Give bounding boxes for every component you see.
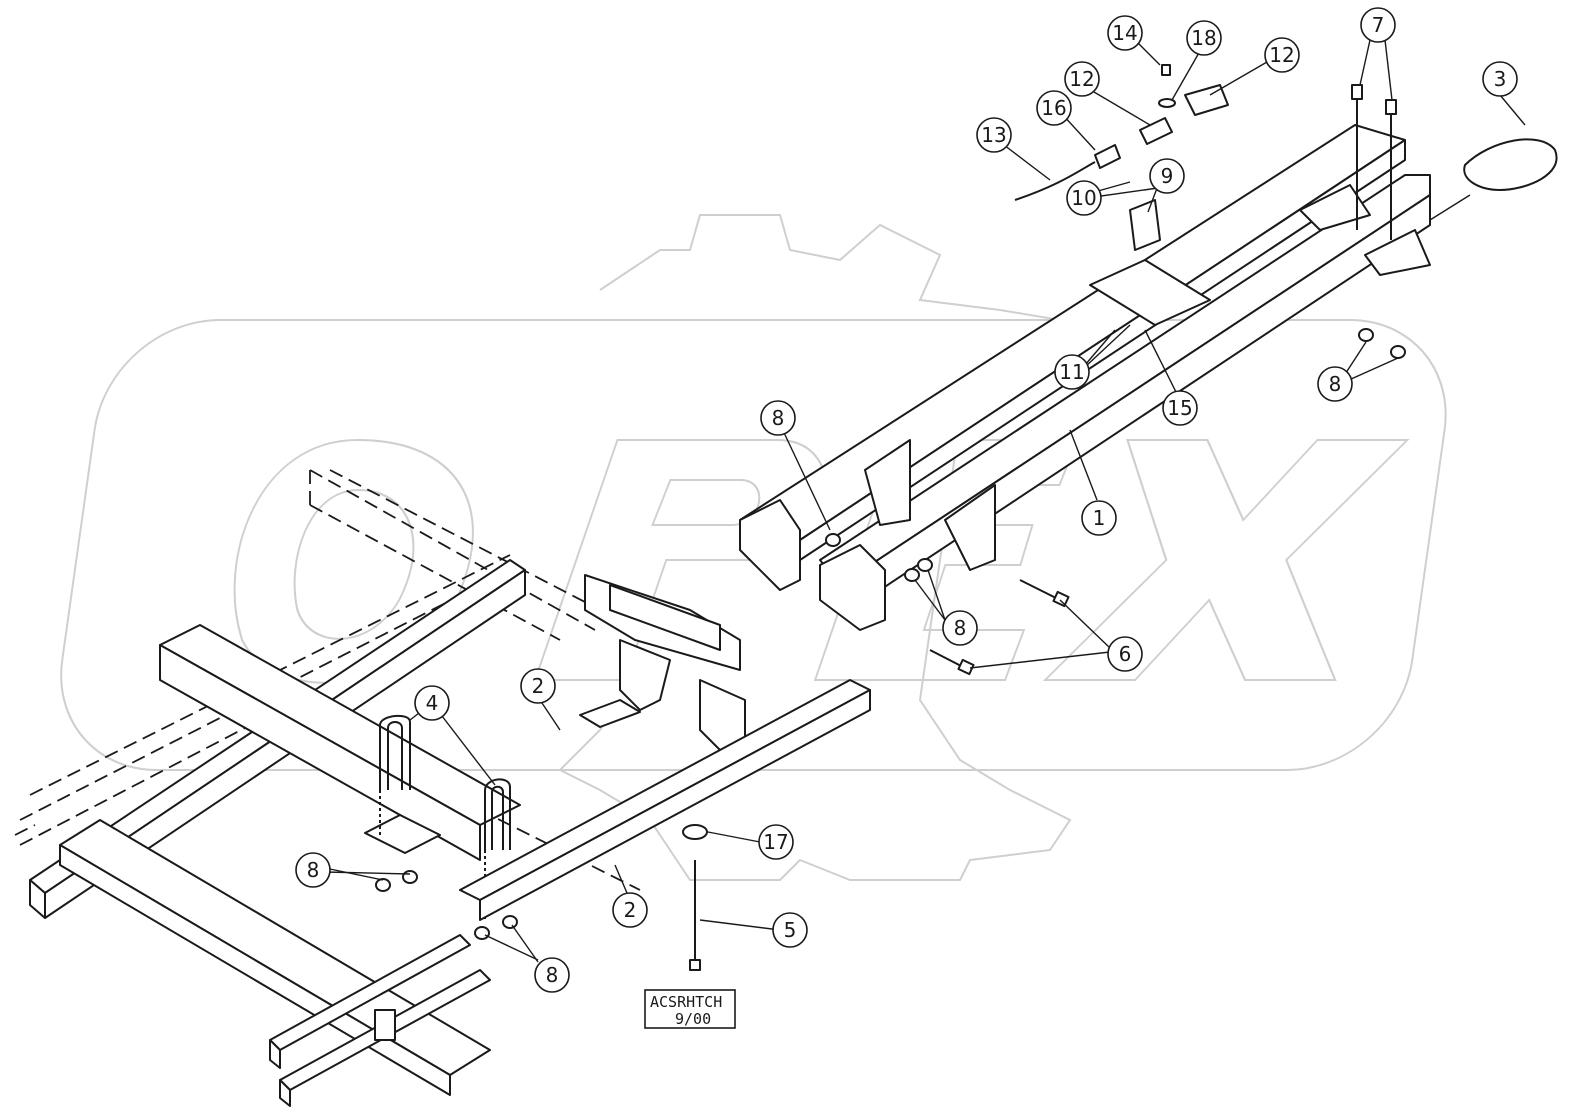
svg-text:8: 8 — [546, 963, 559, 987]
fitting-16 — [1094, 144, 1121, 169]
svg-text:1: 1 — [1093, 506, 1106, 530]
callout-8-right: 8 — [1317, 366, 1353, 402]
svg-text:3: 3 — [1494, 67, 1507, 91]
drawing-code-stamp: ACSRHTCH 9/00 — [644, 989, 736, 1029]
washer-17 — [682, 824, 708, 840]
bolt-7b — [1385, 99, 1397, 240]
bolt-6a — [1019, 579, 1070, 608]
bolt-5 — [689, 860, 701, 971]
washer-18 — [1158, 98, 1176, 108]
fitting-12b — [1184, 84, 1229, 116]
svg-text:6: 6 — [1119, 642, 1132, 666]
callout-11: 11 — [1054, 354, 1090, 390]
svg-text:12: 12 — [1269, 43, 1294, 67]
svg-text:9: 9 — [1161, 164, 1174, 188]
svg-text:18: 18 — [1191, 26, 1216, 50]
callout-7: 7 — [1360, 7, 1396, 43]
svg-text:17: 17 — [763, 830, 788, 854]
valve-9 — [1129, 199, 1161, 251]
nut-8-low-b — [502, 915, 518, 929]
callout-5: 5 — [772, 912, 808, 948]
side-plate-b — [819, 544, 886, 631]
callout-3: 3 — [1482, 61, 1518, 97]
svg-text:8: 8 — [772, 406, 785, 430]
svg-text:14: 14 — [1112, 21, 1137, 45]
callout-8-mid: 8 — [942, 610, 978, 646]
nut-8-mid-b — [917, 558, 933, 572]
svg-text:16: 16 — [1041, 96, 1066, 120]
callout-12b: 12 — [1264, 37, 1300, 73]
svg-text:7: 7 — [1372, 13, 1385, 37]
svg-text:4: 4 — [426, 691, 439, 715]
svg-text:15: 15 — [1167, 396, 1192, 420]
reinforcement-plate-3 — [1463, 138, 1558, 191]
svg-text:8: 8 — [307, 858, 320, 882]
drawbar-tubes — [29, 559, 526, 1107]
bolt-7a — [1351, 84, 1363, 230]
drawing-code-line1: ACSRHTCH — [650, 993, 722, 1011]
callout-12a: 12 — [1064, 61, 1100, 97]
svg-text:8: 8 — [1329, 372, 1342, 396]
callout-17: 17 — [758, 824, 794, 860]
hitch-bracket — [459, 574, 871, 921]
nut-8-mid-a — [904, 568, 920, 582]
callout-1: 1 — [1081, 500, 1117, 536]
callout-2b: 2 — [612, 892, 648, 928]
callout-14: 14 — [1107, 15, 1143, 51]
watermark-gear-outline — [558, 214, 1082, 881]
callout-18: 18 — [1186, 20, 1222, 56]
callout-6: 6 — [1107, 636, 1143, 672]
svg-text:13: 13 — [981, 123, 1006, 147]
nut-8-left-b — [402, 870, 418, 884]
callout-16: 16 — [1036, 90, 1072, 126]
callout-8-center: 8 — [760, 400, 796, 436]
drawing-code-line2: 9/00 — [675, 1010, 711, 1028]
nut-8-left-a — [375, 878, 391, 892]
side-plate-a — [739, 499, 801, 591]
lower-bar-2 — [459, 679, 871, 901]
callout-4: 4 — [414, 685, 450, 721]
coupler-12 — [1139, 117, 1173, 145]
clamp-plate-left — [364, 814, 441, 854]
nut-8-low-a — [474, 926, 490, 940]
callout-15: 15 — [1162, 390, 1198, 426]
callout-8-left: 8 — [295, 852, 331, 888]
nut-8-right-a — [1358, 328, 1374, 342]
mount-plate — [1089, 259, 1211, 326]
callout-8-low: 8 — [534, 957, 570, 993]
svg-text:5: 5 — [784, 918, 797, 942]
svg-text:11: 11 — [1059, 360, 1084, 384]
nut-8-right-b — [1390, 345, 1406, 359]
svg-text:2: 2 — [532, 674, 545, 698]
callout-2a: 2 — [520, 668, 556, 704]
bolt-14 — [1161, 64, 1171, 76]
hose-13 — [1014, 161, 1096, 201]
svg-text:10: 10 — [1071, 186, 1096, 210]
bolt-6b — [929, 649, 975, 676]
callout-13: 13 — [976, 117, 1012, 153]
callouts: 1 2 2 3 4 5 6 7 8 8 8 8 8 9 10 11 12 12 … — [295, 7, 1518, 993]
callout-10: 10 — [1066, 180, 1102, 216]
callout-9: 9 — [1149, 158, 1185, 194]
hardware — [375, 64, 1558, 971]
hitch-rails — [739, 124, 1431, 631]
svg-text:8: 8 — [954, 616, 967, 640]
svg-text:12: 12 — [1069, 67, 1094, 91]
nut-8-center — [825, 533, 841, 547]
svg-text:2: 2 — [624, 898, 637, 922]
